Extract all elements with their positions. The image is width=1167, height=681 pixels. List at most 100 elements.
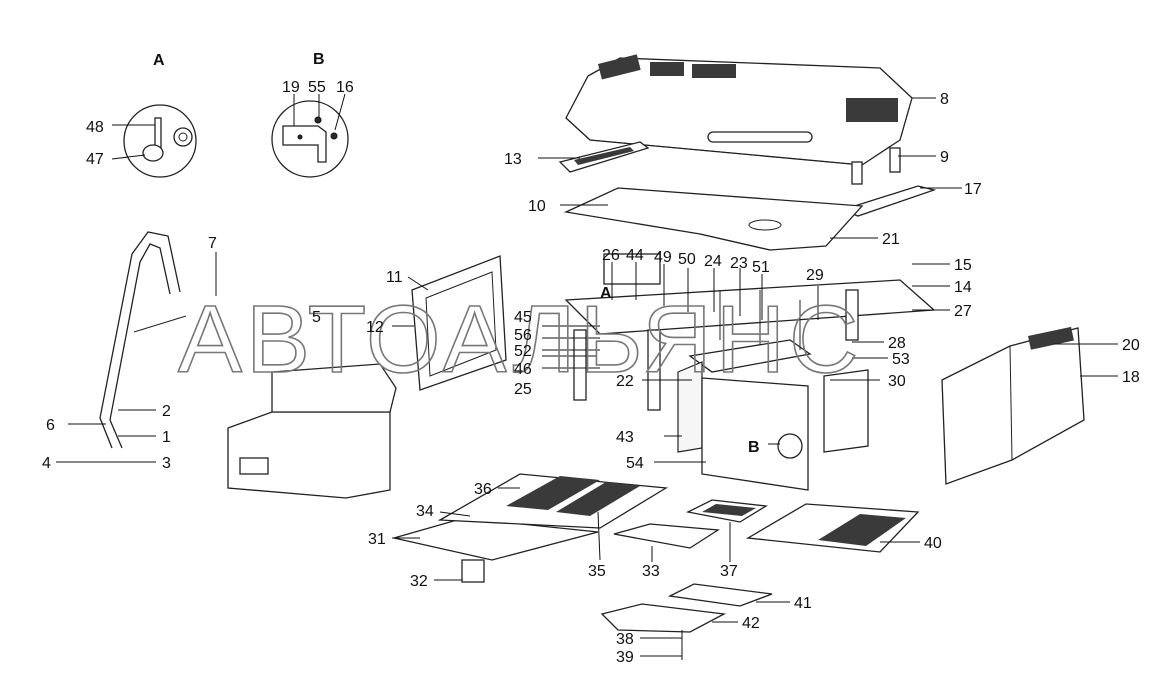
leader-11 (407, 276, 429, 291)
label-7: 7 (208, 235, 217, 252)
label-9: 9 (940, 149, 949, 166)
leader-35 (597, 511, 601, 561)
part-8-edge (565, 117, 863, 166)
part-40-mesh (818, 514, 906, 546)
part-11-panel (411, 255, 507, 391)
label-30: 30 (888, 373, 906, 390)
detail-a-title: A (153, 52, 165, 69)
label-25: 25 (514, 381, 532, 398)
part-21-hatch (748, 219, 782, 231)
part-45-post (647, 329, 661, 411)
part-10-panel (563, 187, 864, 251)
label-8: 8 (940, 91, 949, 108)
part-29-post (845, 289, 859, 341)
label-39: 39 (616, 649, 634, 666)
part-30-panel (823, 369, 869, 453)
label-24: 24 (704, 253, 722, 270)
label-27: 27 (954, 303, 972, 320)
part-9-latch-left (851, 161, 863, 185)
part-23-struts (719, 290, 801, 350)
label-21: 21 (882, 231, 900, 248)
part-40-floor (745, 503, 920, 553)
part-22-plate (688, 339, 812, 373)
label-29: 29 (806, 267, 824, 284)
label-40: 40 (924, 535, 942, 552)
label-3: 3 (162, 455, 171, 472)
label-43: 43 (616, 429, 634, 446)
label-37: 37 (720, 563, 738, 580)
label-32: 32 (410, 573, 428, 590)
label-12: 12 (366, 319, 384, 336)
label-44: 44 (626, 247, 644, 264)
label-17: 17 (964, 181, 982, 198)
part-9-latch-right (889, 147, 901, 173)
part-8-vent-b (650, 62, 684, 76)
label-46: 46 (514, 361, 532, 378)
label-18: 18 (1122, 369, 1140, 386)
part-47-knob (142, 144, 164, 162)
detail-a: A (123, 52, 197, 178)
label-41: 41 (794, 595, 812, 612)
part-6-handrail (99, 231, 181, 449)
label-35: 35 (588, 563, 606, 580)
part-54-panel (701, 377, 809, 491)
part-26-bracket (603, 253, 661, 285)
part-47-washer (173, 127, 193, 147)
part-33-plate (613, 523, 720, 549)
label-6: 6 (46, 417, 55, 434)
part-16-bolt (330, 132, 338, 140)
label-53: 53 (892, 351, 910, 368)
label-16: 16 (336, 79, 354, 96)
part-5-lid (271, 363, 397, 413)
label-34: 34 (416, 503, 434, 520)
label-56: 56 (514, 327, 532, 344)
watermark: АВТОАЛЬЯНС (178, 286, 862, 393)
part-18-seam (1009, 345, 1013, 461)
callout-b-main: B (748, 439, 760, 456)
part-36-mesh-a (506, 476, 600, 510)
part-8-vent-c (692, 64, 736, 78)
part-8-vent-d (846, 98, 898, 122)
label-51: 51 (752, 259, 770, 276)
part-8-handle (707, 131, 813, 143)
part-37-mesh (702, 504, 756, 516)
roof-cover (565, 54, 913, 166)
label-14: 14 (954, 279, 972, 296)
detail-b-title: B (313, 51, 325, 68)
label-28: 28 (888, 335, 906, 352)
label-54: 54 (626, 455, 644, 472)
part-41-plate (667, 583, 773, 607)
label-23: 23 (730, 255, 748, 272)
label-1: 1 (162, 429, 171, 446)
part-20-grille (1028, 326, 1074, 350)
label-50: 50 (678, 251, 696, 268)
part-42-plate (600, 603, 727, 633)
detail-b: B (271, 51, 349, 178)
leader-16 (334, 93, 346, 131)
part-55-nut (314, 116, 322, 124)
part-number-labels: 48 47 19 55 16 8 9 17 13 10 21 15 14 27 … (42, 79, 1140, 666)
label-13: 13 (504, 151, 522, 168)
frame-structure (564, 253, 936, 411)
label-33: 33 (642, 563, 660, 580)
part-47-hole (178, 132, 188, 142)
part-11-inner (425, 271, 497, 377)
label-10: 10 (528, 198, 546, 215)
label-5: 5 (312, 309, 321, 326)
label-26: 26 (602, 247, 620, 264)
part-19-bracket (282, 125, 327, 163)
part-5-box (227, 411, 391, 499)
label-55: 55 (308, 79, 326, 96)
label-15: 15 (954, 257, 972, 274)
label-38: 38 (616, 631, 634, 648)
label-47: 47 (86, 151, 104, 168)
leader-38-39 (640, 630, 683, 660)
label-4: 4 (42, 455, 51, 472)
label-49: 49 (654, 249, 672, 266)
label-52: 52 (514, 343, 532, 360)
part-13-grille (558, 141, 650, 173)
part-36-mesh-b (556, 482, 640, 516)
part-21-edge (699, 233, 771, 251)
